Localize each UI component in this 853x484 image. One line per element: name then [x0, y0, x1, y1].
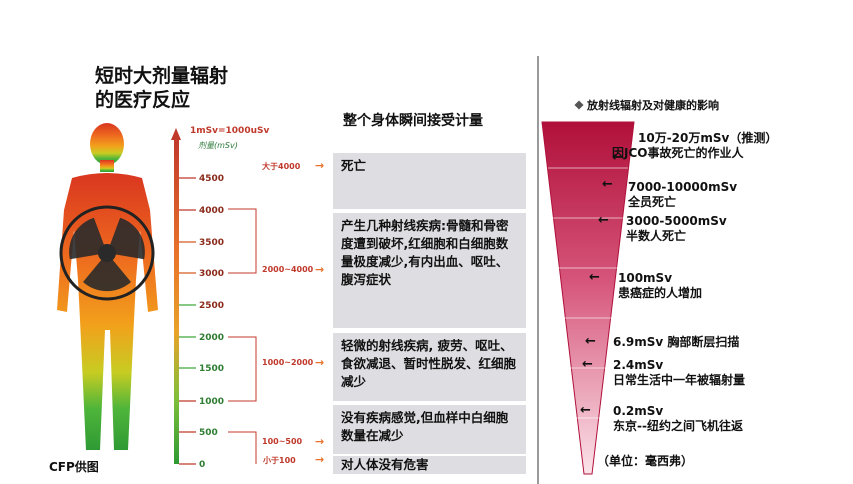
annotation-effect: 日常生活中一年被辐射量 [613, 373, 746, 387]
image-credit: CFP供图 [49, 460, 99, 474]
range-label: 2000~4000 [262, 265, 314, 274]
human-figure-illustration [57, 123, 158, 450]
effect-box: 死亡 [333, 153, 526, 209]
arrow-left-icon: ← [585, 334, 596, 349]
scale-tick-label: 1000 [199, 397, 224, 407]
unit-conversion: 1mSv=1000uSv [190, 126, 270, 136]
annotation-dose: 3000-5000mSv [626, 214, 727, 228]
arrow-left-icon: ← [602, 177, 613, 192]
right-title-text: 放射线辐射及对健康的影响 [587, 99, 719, 112]
range-label: 100~500 [262, 437, 303, 446]
arrow-right-icon: → [315, 453, 325, 466]
effect-box: 对人体没有危害 [333, 456, 526, 474]
scale-tick-label: 2000 [199, 333, 224, 343]
annotation-dose: 7000-10000mSv [628, 180, 738, 194]
dose-axis-label: 剂量(mSv) [198, 141, 238, 150]
range-label: 1000~2000 [262, 358, 314, 367]
right-title: 放射线辐射及对健康的影响 [574, 97, 719, 113]
dose-scale: 4500 4000 3500 3000 2500 2000 1500 1000 500 0 [171, 128, 257, 470]
radiation-circle [59, 205, 155, 301]
radiation-annotation: 10万-20万mSv（推测）因JCO事故死亡的作业人 [612, 131, 778, 161]
unit-note: （单位：毫西弗） [597, 454, 694, 468]
annotation-effect: 半数人死亡 [626, 229, 687, 243]
scale-tick-label: 3500 [199, 238, 224, 248]
effect-box: 轻微的射线疾病, 疲劳、呕吐、食欲减退、暂时性脱发、红细胞减少 [333, 333, 526, 401]
left-title-line2: 的医疗反应 [95, 89, 191, 111]
arrow-left-icon: ← [582, 357, 593, 372]
section-divider [537, 56, 539, 484]
left-title: 短时大剂量辐射 的医疗反应 [95, 64, 228, 112]
annotation-effect: 全员死亡 [628, 195, 677, 209]
annotation-dose: 100mSv [618, 271, 673, 285]
radiation-annotation: 6.9mSv 胸部断层扫描 [613, 335, 739, 350]
arrow-left-icon: ← [612, 150, 623, 165]
annotation-effect: 因JCO事故死亡的作业人 [612, 146, 744, 160]
scale-tick-label: 4500 [199, 174, 224, 184]
scale-tick-label: 1500 [199, 364, 224, 374]
annotation-dose: 0.2mSv [613, 404, 664, 418]
radiation-trefoil-icon [69, 217, 145, 292]
arrow-left-icon: ← [580, 403, 591, 418]
annotation-dose: 6.9mSv 胸部断层扫描 [613, 335, 740, 349]
effect-box: 产生几种射线疾病:骨髓和骨密度遭到破坏,红细胞和白细胞数量极度减少,有内出血、呕… [333, 213, 526, 328]
arrow-right-icon: → [315, 263, 325, 276]
scale-tick-label: 2500 [199, 301, 224, 311]
scale-tick-label: 0 [199, 460, 205, 470]
arrow-left-icon: ← [598, 213, 609, 228]
annotation-dose: 10万-20万mSv（推测） [638, 131, 778, 145]
arrow-left-icon: ← [589, 270, 600, 285]
annotation-dose: 2.4mSv [613, 358, 664, 372]
radiation-funnel [541, 121, 635, 475]
effect-box: 没有疾病感觉,但血样中白细胞数量在减少 [333, 405, 526, 454]
center-title: 整个身体瞬间接受计量 [343, 113, 483, 129]
arrow-right-icon: → [315, 356, 325, 369]
annotation-effect: 患癌症的人增加 [618, 286, 703, 300]
range-label: 小于100 [263, 456, 296, 465]
scale-tick-label: 500 [199, 428, 218, 438]
cube-icon [574, 100, 584, 110]
annotation-effect: 东京--纽约之间飞机往返 [613, 419, 743, 433]
arrow-right-icon: → [315, 159, 325, 172]
scale-tick-label: 4000 [199, 206, 224, 216]
range-label: 大于4000 [262, 162, 301, 171]
arrow-right-icon: → [315, 435, 325, 448]
left-title-line1: 短时大剂量辐射 [95, 65, 229, 87]
scale-tick-label: 3000 [199, 269, 224, 279]
